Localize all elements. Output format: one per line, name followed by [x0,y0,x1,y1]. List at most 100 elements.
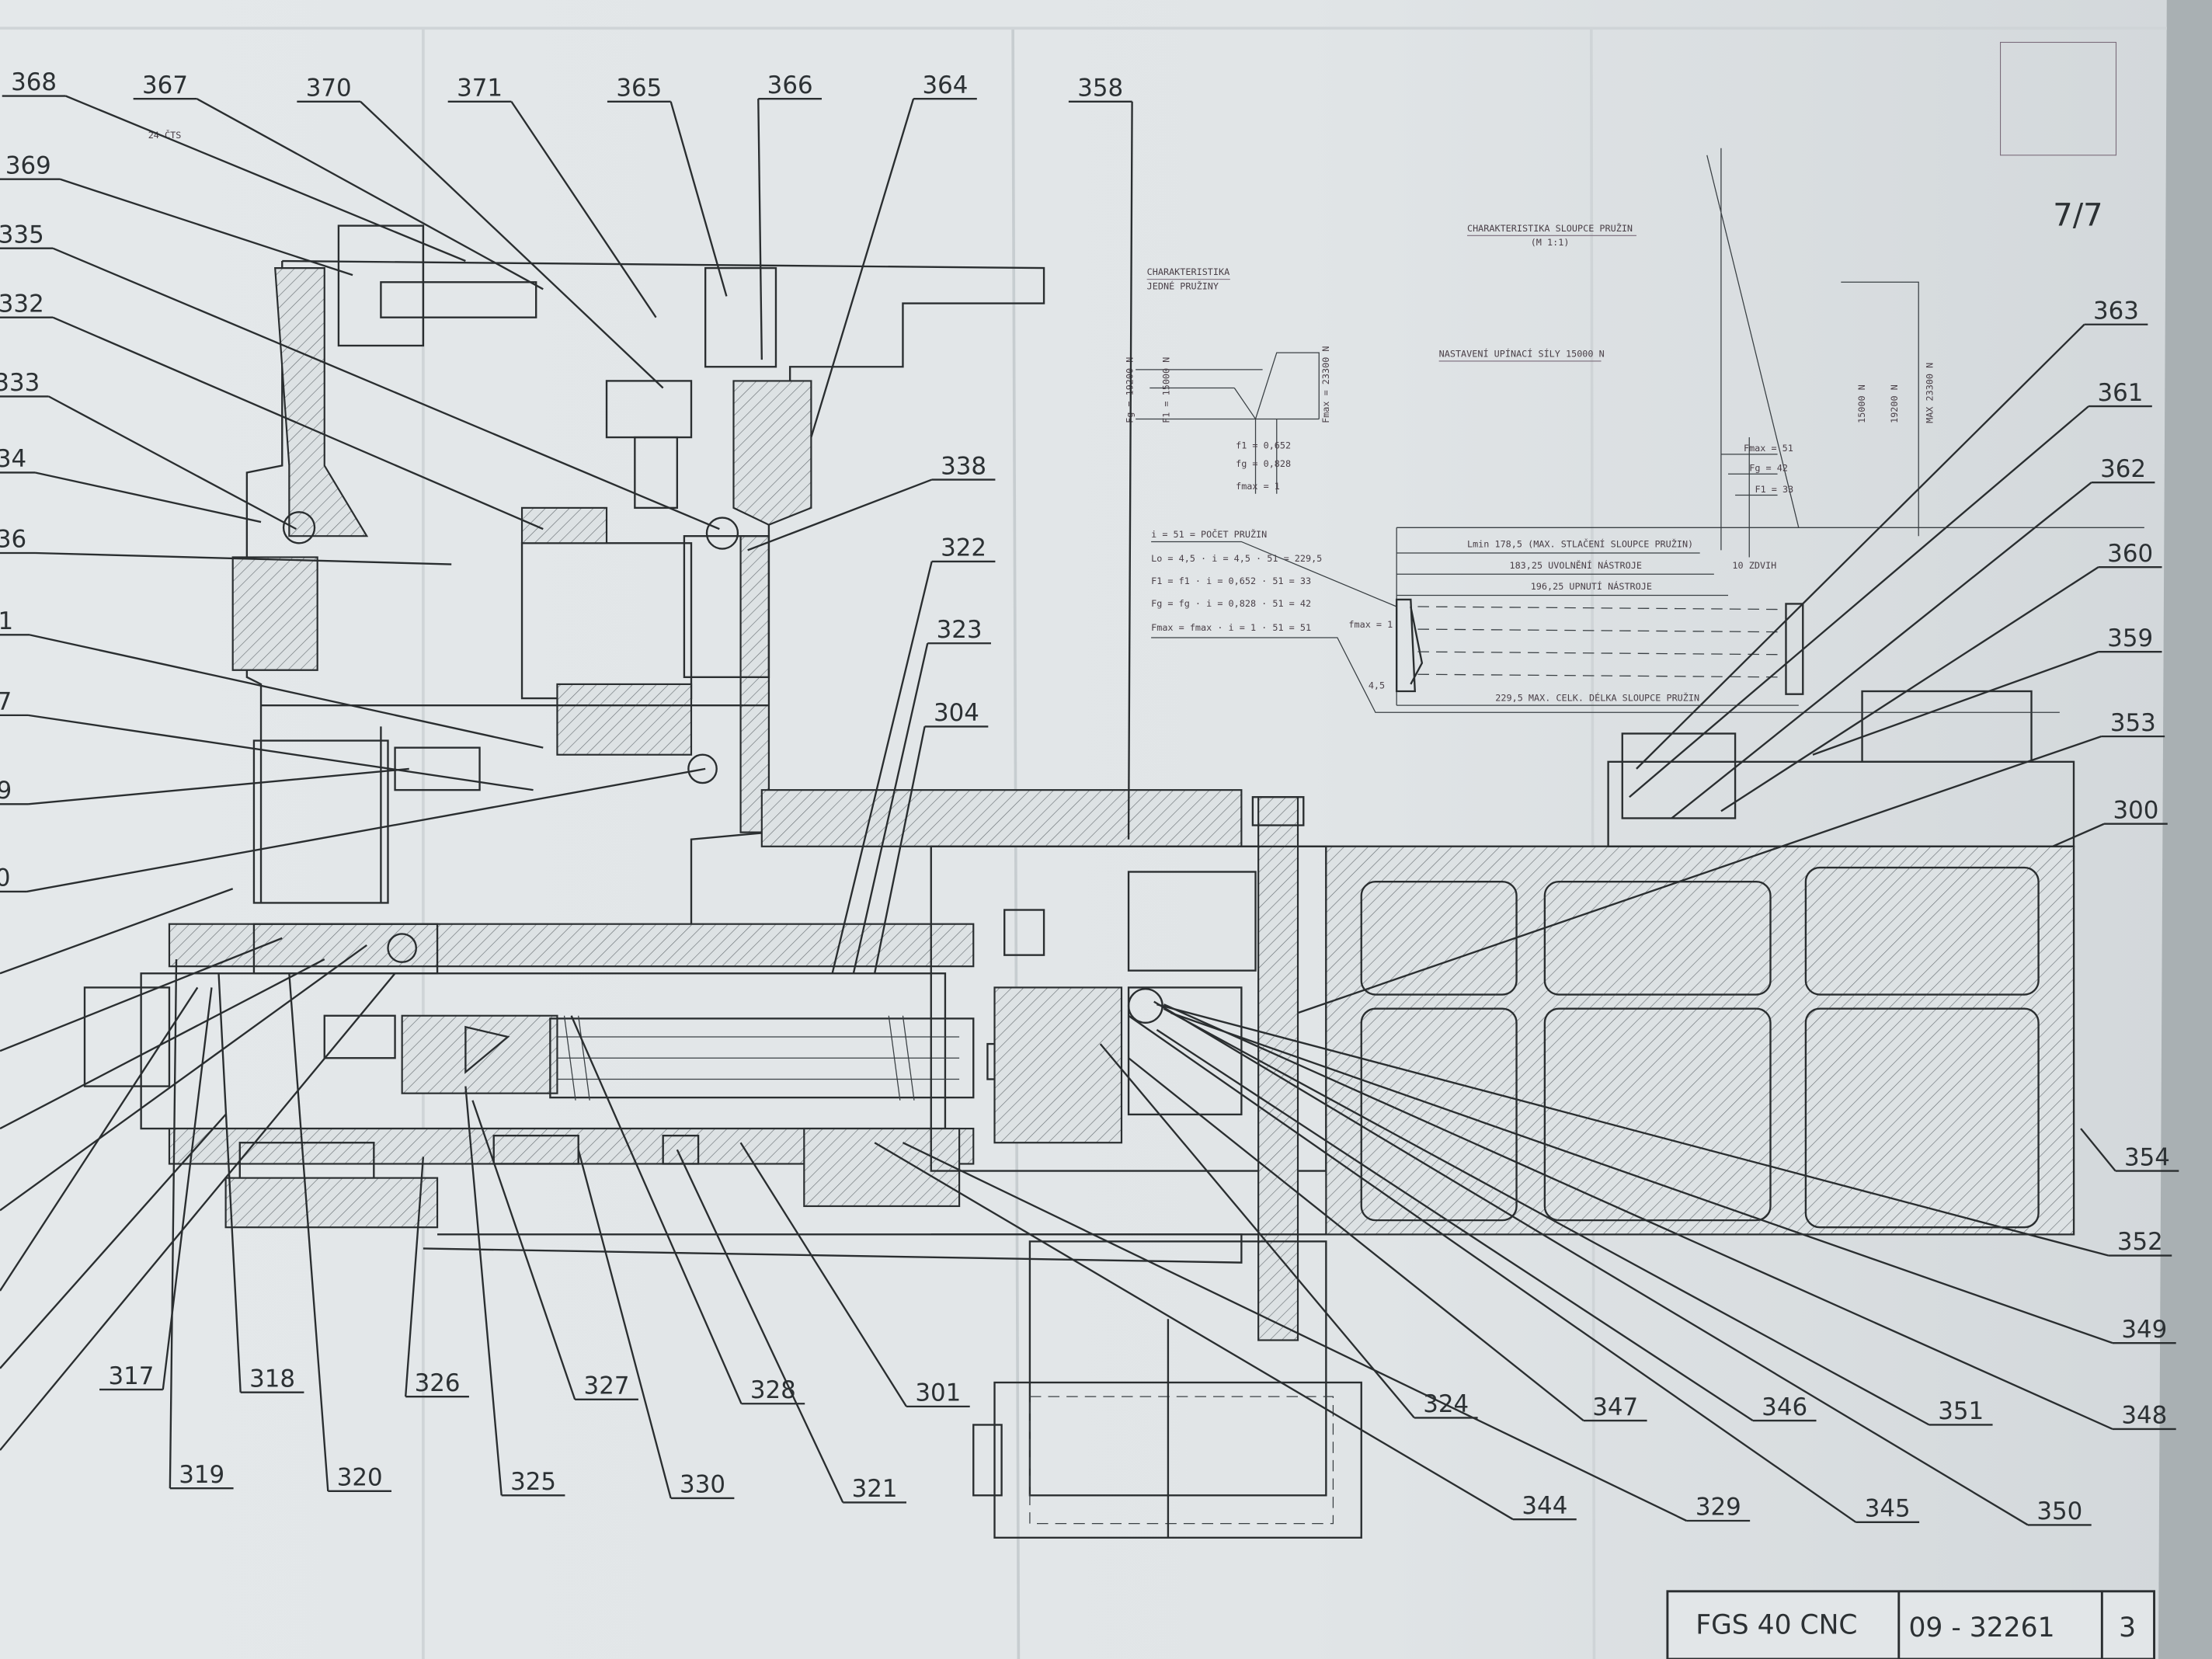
callout-leader [1068,100,1133,840]
callout-label: 350 [2036,1497,2082,1525]
callout-leader [831,560,996,974]
callout-label: 327 [584,1372,630,1400]
machine-name: FGS 40 CNC [1696,1609,1857,1640]
callout-label: 370 [306,75,352,103]
callout-leader [1163,1007,1993,1426]
stack-stroke-f1: F1 = 33 [1755,484,1794,495]
callout-leader [1099,1043,1478,1419]
callout-leader [405,1156,469,1398]
callout-label: 318 [249,1365,295,1393]
quantity-note: 24 ČTS [148,129,182,141]
dimension-line: 183,25 UVOLNĚNÍ NÁSTROJE [1509,559,1641,571]
callout-leader [757,97,823,360]
corner-frame [2000,41,2117,156]
callout-leader [447,100,657,318]
stack-fmax-single: fmax = 1 [1348,619,1393,630]
callout-leader [2052,823,2168,847]
callout-label: 345 [1865,1495,1911,1523]
callout-leader [1163,1003,2176,1431]
callout-label: 352 [2117,1228,2163,1256]
callout-label: 351 [1938,1397,1984,1425]
callout-leader [217,973,304,1393]
callout-leader [0,634,544,749]
callout-label: 368 [11,68,57,96]
left-edge-leaders [0,888,396,1451]
callout-label: 349 [2121,1316,2167,1344]
callout-label: 338 [941,452,986,480]
callout-label: 326 [415,1369,461,1397]
callout-leader [0,247,720,530]
callout-label: 330 [680,1471,725,1499]
callout-leader [1671,482,2155,819]
callout-label: 344 [1522,1492,1567,1520]
callout-leader [288,973,392,1493]
stack-stroke-fmax: Fmax = 51 [1744,443,1793,454]
callout-leader [99,987,213,1391]
callout-leader [874,1142,1577,1521]
callout-label: 328 [750,1376,796,1404]
callout-label: 317 [108,1362,154,1390]
formula-line: F1 = f1 · i = 0,652 · 51 = 33 [1151,576,1311,586]
single-spring-fg-stroke: fg = 0,828 [1236,458,1291,469]
callout-leader [0,767,706,893]
callout-label: 369 [5,151,51,179]
callout-leader [0,714,534,791]
callout-label: 323 [937,616,983,644]
stack-title: CHARAKTERISTIKA SLOUPCE PRUŽIN [1467,222,1633,234]
callout-label: 353 [2110,709,2156,737]
callout-label: 361 [2097,379,2143,407]
callout-leader [1636,323,2148,770]
formula-line: Lo = 4,5 · i = 4,5 · 51 = 229,5 [1151,553,1322,564]
callout-leader [676,1149,906,1504]
callout-leader [1156,1003,2172,1257]
callout-label: 321 [852,1475,898,1503]
single-spring-subtitle: JEDNÉ PRUŽINY [1147,280,1219,291]
callout-leader [1170,1012,2176,1344]
callout-leader [2080,1128,2179,1172]
callout-leader [0,395,297,530]
callout-leader [873,725,989,974]
callout-label: 360 [2107,540,2153,568]
stack-spring-thickness: 4,5 [1369,680,1385,690]
callout-label: 359 [2107,624,2153,652]
callout-label: 319 [179,1461,224,1489]
callout-leader [1128,1057,1647,1422]
callout-leader [747,478,996,551]
dimension-line: 10 ZDVIH [1732,560,1776,571]
callout-label: 333 [0,369,40,397]
callout-label: 335 [0,221,44,249]
callout-label: 1 [0,607,13,635]
callout-leader [902,1142,1751,1522]
callout-label: 367 [142,71,188,99]
callout-label: 332 [0,290,44,318]
callout-leader [0,178,353,276]
dimension-line: Lmin 178,5 (MAX. STLAČENÍ SLOUPCE PRUŽIN… [1467,538,1693,550]
callout-leader [0,551,452,565]
formula-line: Fg = fg · i = 0,828 · 51 = 42 [1151,598,1311,609]
stack-force: 19200 N [1889,384,1900,423]
spring-characteristics: CHARAKTERISTIKA JEDNÉ PRUŽINY CHARAKTERI… [1125,148,2144,713]
callout-leader [577,1149,735,1500]
callout-leader [1812,650,2162,756]
callout-leader [2,95,466,263]
stack-force: MAX 23300 N [1924,363,1935,423]
callout-leader [0,471,262,523]
callout-label: 371 [457,75,503,103]
clamp-force-title: NASTAVENÍ UPÍNACÍ SÍLY 15000 N [1439,348,1605,360]
single-spring-fmax-stroke: fmax = 1 [1236,481,1280,492]
callout-label: 346 [1762,1393,1807,1421]
callout-label: 348 [2121,1402,2167,1430]
stack-scale: (M 1:1) [1531,237,1570,248]
right-housing [930,690,2075,1539]
callout-label: 320 [337,1464,383,1492]
callout-label: 34 [0,445,26,473]
callout-labels: 3683673703713653663643583693353323333436… [0,68,2179,1526]
callout-leader [1629,405,2152,798]
stack-force: 15000 N [1856,384,1867,423]
callout-label: 362 [2100,455,2146,483]
single-spring-title: CHARAKTERISTIKA [1147,266,1230,277]
callout-label: 322 [941,534,986,562]
callout-leader [0,316,544,530]
formula-line: i = 51 = POČET PRUŽIN [1151,528,1267,540]
